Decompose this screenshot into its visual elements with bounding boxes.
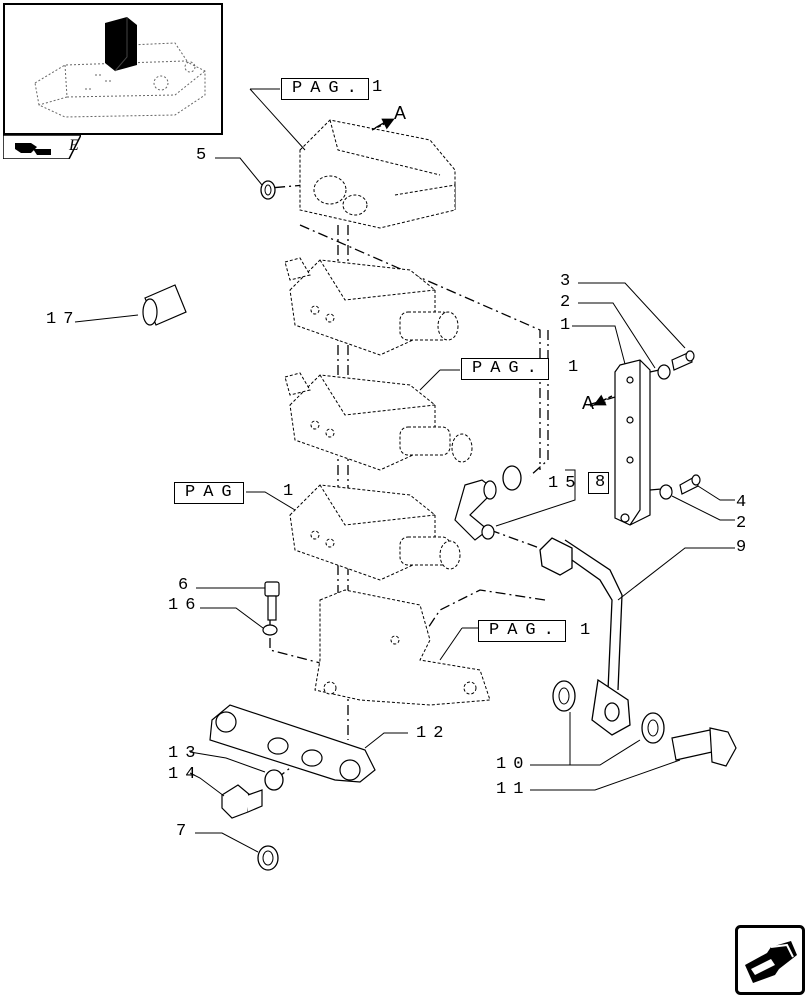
callout-16[interactable]: 16 (168, 596, 203, 615)
view-arrow-label-right: A (582, 393, 595, 413)
callout-2-lower[interactable]: 2 (736, 514, 754, 533)
part-5-washer (260, 180, 276, 200)
pag-ref-mid-left-number: 1 (283, 482, 301, 501)
part-13-washer (264, 769, 284, 791)
callout-17[interactable]: 17 (46, 310, 81, 329)
part-2-washer-upper (657, 364, 671, 380)
part-11-banjo-bolt (671, 727, 737, 767)
callout-13[interactable]: 13 (168, 744, 203, 763)
part-15-elbow (454, 479, 497, 541)
callout-9[interactable]: 9 (736, 538, 754, 557)
part-10-washer-a (552, 680, 576, 712)
part-6-bolt (264, 581, 280, 621)
top-valve-cover (299, 119, 456, 229)
pag-ref-bottom-right[interactable]: PAG. (478, 620, 566, 642)
pag-ref-mid-right-number: 1 (568, 358, 586, 377)
thumbnail-tab-letter: E (69, 137, 79, 154)
pag-ref-top[interactable]: PAG. (281, 78, 369, 100)
callout-12[interactable]: 12 (416, 724, 451, 743)
callout-2-upper[interactable]: 2 (560, 293, 578, 312)
view-arrow-top (371, 118, 395, 131)
callout-1[interactable]: 1 (560, 316, 578, 335)
view-arrow-label-top: A (394, 103, 407, 123)
part-10-washer-b (641, 712, 665, 744)
thumbnail-tab[interactable]: E (2, 134, 83, 160)
pag-ref-mid-left[interactable]: PAG (174, 482, 244, 504)
callout-7[interactable]: 7 (176, 822, 194, 841)
callout-15-page-box[interactable]: 8 (588, 472, 610, 494)
part-1-bracket (614, 359, 651, 526)
callout-14[interactable]: 14 (168, 765, 203, 784)
part-9-pipe (539, 537, 631, 736)
view-arrow-right (593, 394, 613, 406)
next-arrow-icon (735, 925, 805, 995)
part-17-sleeve (142, 284, 187, 326)
callout-5[interactable]: 5 (196, 146, 214, 165)
part-16-washer (262, 624, 278, 636)
callout-6[interactable]: 6 (178, 576, 196, 595)
valve-section-2 (284, 372, 473, 471)
valve-section-1 (284, 257, 459, 356)
callout-11[interactable]: 11 (496, 780, 531, 799)
part-2-washer-lower (659, 484, 673, 500)
next-page-button[interactable] (735, 925, 805, 995)
part-15-seal (502, 465, 522, 491)
part-12-link-plate (209, 704, 376, 783)
part-14-plug (221, 784, 263, 819)
pag-ref-bottom-right-number: 1 (580, 621, 598, 640)
part-7-washer (257, 845, 279, 871)
valve-section-3 (289, 484, 461, 581)
callout-4[interactable]: 4 (736, 493, 754, 512)
callout-10[interactable]: 10 (496, 755, 531, 774)
thumbnail-overview[interactable] (3, 3, 223, 135)
pag-ref-mid-right[interactable]: PAG. (461, 358, 549, 380)
pag-ref-top-number: 1 (372, 78, 390, 97)
callout-15[interactable]: 15 (548, 474, 583, 493)
callout-3[interactable]: 3 (560, 272, 578, 291)
tractor-overview-sketch (34, 17, 206, 118)
bottom-end-plate (314, 589, 491, 706)
part-folder-icon (15, 143, 37, 153)
